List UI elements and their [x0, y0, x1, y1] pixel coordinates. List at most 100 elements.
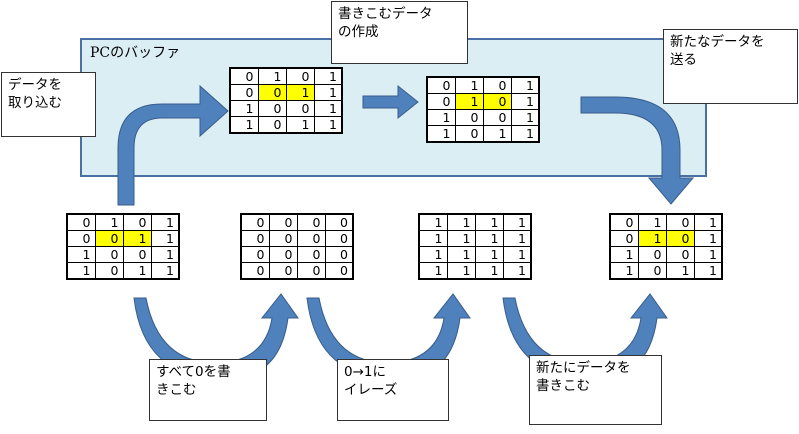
grid-cell: 0 [285, 67, 315, 85]
grid-cell: 0 [268, 262, 298, 280]
grid-cell: 0 [637, 262, 667, 280]
grid-cell: 1 [474, 246, 504, 263]
grid-cell: 1 [609, 246, 639, 263]
grid-cell: 0 [66, 230, 96, 247]
read-arrow [117, 84, 229, 206]
grid-cell: 1 [122, 230, 152, 247]
grid-cell: 0 [268, 230, 298, 247]
grid-cell: 0 [665, 230, 695, 247]
grid-cell: 1 [418, 262, 448, 280]
send-arrow [580, 96, 695, 205]
grid-cell: 1 [474, 230, 504, 247]
grid-cell: 0 [482, 109, 512, 126]
grid-cell: 0 [324, 213, 354, 231]
grid-cell: 0 [240, 262, 270, 280]
grid-cell: 1 [418, 246, 448, 263]
grid-cell: 1 [313, 100, 343, 117]
grid-cell: 1 [454, 76, 484, 94]
grid-cell: 1 [454, 93, 484, 110]
grid-cell: 1 [665, 262, 695, 280]
grid-cell: 1 [502, 246, 532, 263]
grid-cell: 0 [296, 230, 326, 247]
grid-cell: 0 [257, 100, 287, 117]
grid-cell: 1 [150, 230, 180, 247]
grid-cell: 1 [502, 230, 532, 247]
grid-cell: 1 [609, 262, 639, 280]
grid-cell: 1 [94, 213, 124, 231]
grid-cell: 1 [474, 213, 504, 231]
grid-cell: 0 [665, 246, 695, 263]
grid-cell: 1 [637, 230, 667, 247]
grid-cell: 0 [122, 213, 152, 231]
grid-cell: 0 [66, 213, 96, 231]
pc-buffer-label: PCのバッファ [90, 45, 181, 61]
grid-cell: 0 [240, 246, 270, 263]
grid-cell: 1 [150, 262, 180, 280]
grid-cell: 0 [324, 246, 354, 263]
grid-cell: 0 [637, 246, 667, 263]
grid-cell: 1 [446, 262, 476, 280]
grid-cell: 0 [229, 67, 259, 85]
grid-cell: 0 [296, 213, 326, 231]
grid-cell: 0 [324, 262, 354, 280]
grid-cell: 0 [240, 213, 270, 231]
grid-cell: 1 [446, 213, 476, 231]
grid-cell: 1 [510, 125, 540, 143]
grid-cell: 0 [268, 213, 298, 231]
grid-cell: 1 [637, 213, 667, 231]
grid-cell: 1 [66, 262, 96, 280]
grid-cell: 1 [122, 262, 152, 280]
grid-cell: 0 [296, 246, 326, 263]
grid-cell: 0 [665, 213, 695, 231]
grid-cell: 0 [94, 230, 124, 247]
grid-cell: 0 [94, 246, 124, 263]
grid-cell: 1 [257, 67, 287, 85]
callout-create-data: 書きこむデータ の作成 [331, 1, 468, 64]
grid-cell: 0 [324, 230, 354, 247]
grid-cell: 1 [313, 67, 343, 85]
grid-cell: 0 [94, 262, 124, 280]
grid-cell: 1 [693, 262, 723, 280]
grid-cell: 1 [150, 246, 180, 263]
grid-cell: 1 [66, 246, 96, 263]
grid-cell: 1 [693, 213, 723, 231]
grid-cell: 0 [257, 84, 287, 101]
grid-cell: 1 [474, 262, 504, 280]
grid-cell: 1 [446, 230, 476, 247]
callout-send-data: 新たなデータを 送る [663, 29, 798, 104]
grid-cell: 0 [122, 246, 152, 263]
callout-read-data: データを 取り込む [1, 72, 96, 137]
grid-cell: 0 [609, 213, 639, 231]
grid-cell: 1 [510, 76, 540, 94]
callout-write-new: 新たにデータを 書きこむ [529, 355, 662, 425]
grid-cell: 0 [482, 93, 512, 110]
grid-cell: 0 [426, 93, 456, 110]
grid-cell: 0 [229, 84, 259, 101]
grid-cell: 1 [229, 100, 259, 117]
grid-cell: 1 [229, 116, 259, 134]
